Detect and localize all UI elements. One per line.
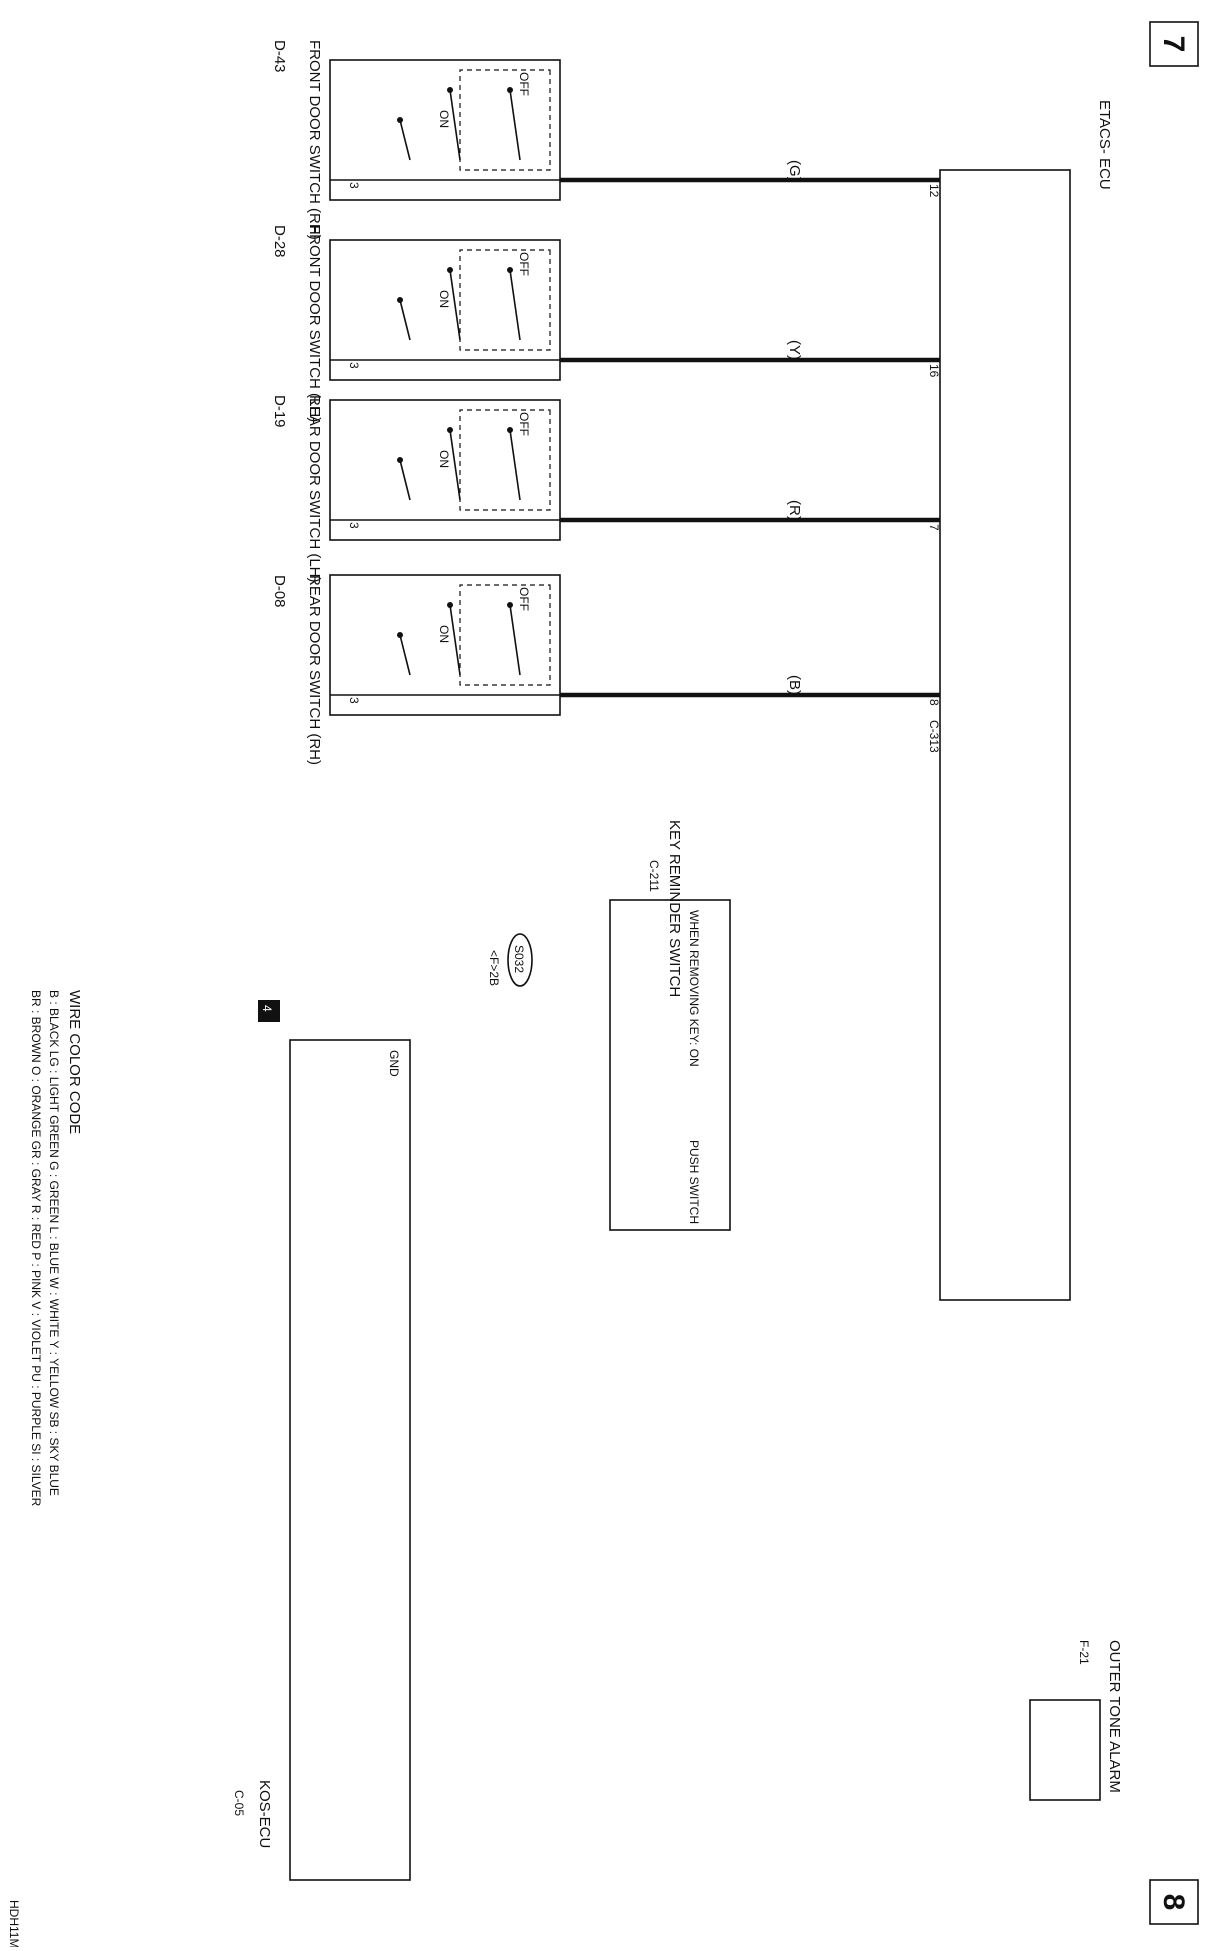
off-label: OFF [517, 72, 531, 96]
svg-text:REAR DOOR SWITCH (RH): REAR DOOR SWITCH (RH) [306, 575, 323, 765]
svg-text:C-211: C-211 [647, 860, 661, 892]
svg-text:3: 3 [347, 182, 361, 189]
svg-text:D-19: D-19 [271, 395, 288, 428]
svg-text:3: 3 [347, 362, 361, 369]
splice-s032: S032 <F>2B [487, 933, 533, 987]
door-switch-rear-lh: OFF ON REAR DOOR SWITCH (LH) D-19 3 [271, 395, 561, 583]
diagram-code: HDH11M1OOC [7, 1900, 21, 1947]
svg-text:D-43: D-43 [271, 40, 288, 73]
etacs-ecu: ETACS- ECU [939, 100, 1113, 1301]
svg-text:16: 16 [927, 364, 941, 378]
svg-text:8: 8 [1157, 1894, 1190, 1911]
svg-text:FRONT DOOR SWITCH (RH): FRONT DOOR SWITCH (RH) [306, 40, 323, 240]
kos-ecu: KOS-ECU C-05 GND [232, 1039, 411, 1881]
on-label: ON [437, 625, 451, 643]
svg-text:OUTER TONE ALARM: OUTER TONE ALARM [1106, 1640, 1123, 1793]
svg-text:7: 7 [927, 524, 941, 531]
wire-color-code: WIRE COLOR CODE B : BLACK LG : LIGHT GRE… [29, 990, 83, 1507]
svg-text:REAR DOOR SWITCH (LH): REAR DOOR SWITCH (LH) [306, 395, 323, 583]
svg-text:7: 7 [1157, 36, 1190, 53]
svg-text:<F>2B: <F>2B [487, 950, 501, 986]
svg-text:PUSH SWITCH: PUSH SWITCH [687, 1140, 701, 1224]
page-number-right: 8 [1149, 1879, 1199, 1925]
outer-tone-alarm: OUTER TONE ALARM F-21 [1029, 1640, 1123, 1801]
on-label: ON [437, 450, 451, 468]
svg-text:3: 3 [347, 697, 361, 704]
svg-text:8: 8 [927, 699, 941, 706]
svg-text:D-28: D-28 [271, 225, 288, 258]
svg-text:KOS-ECU: KOS-ECU [256, 1780, 273, 1848]
ground-4: 4 [258, 1000, 280, 1022]
svg-text:S032: S032 [512, 945, 526, 973]
svg-text:D-08: D-08 [271, 575, 288, 608]
svg-text:F-21: F-21 [1077, 1640, 1091, 1665]
on-label: ON [437, 110, 451, 128]
off-label: OFF [517, 412, 531, 436]
svg-text:3: 3 [347, 522, 361, 529]
etacs-ecu-title: ETACS- ECU [1096, 100, 1113, 190]
svg-text:(B): (B) [786, 675, 803, 695]
door-switch-front-rh: OFF ON FRONT DOOR SWITCH (RH) D-43 3 [271, 40, 561, 240]
on-label: ON [437, 290, 451, 308]
key-reminder-switch: KEY REMINDER SWITCH C-211 WHEN REMOVING … [609, 820, 731, 1231]
svg-text:GND: GND [387, 1050, 401, 1077]
door-switch-front-lh: OFF ON FRONT DOOR SWITCH (LH) D-28 3 [271, 225, 561, 422]
etacs-title-line: ETACS- ECU [1096, 100, 1113, 190]
svg-text:(G): (G) [786, 160, 803, 182]
svg-text:WHEN REMOVING KEY: ON: WHEN REMOVING KEY: ON [687, 910, 701, 1067]
svg-text:C-05: C-05 [232, 1790, 246, 1816]
off-label: OFF [517, 587, 531, 611]
off-label: OFF [517, 252, 531, 276]
svg-text:(R): (R) [786, 500, 803, 521]
svg-text:12: 12 [927, 184, 941, 198]
svg-text:FRONT DOOR SWITCH (LH): FRONT DOOR SWITCH (LH) [306, 225, 323, 422]
page-number-left: 7 [1149, 21, 1199, 67]
svg-text:B : BLACK LG : LIGHT GREEN: B : BLACK LG : LIGHT GREEN G : GREEN L :… [47, 990, 61, 1496]
svg-text:C-313: C-313 [927, 720, 941, 753]
svg-text:4: 4 [260, 1005, 274, 1012]
svg-text:BR : BROWN O : ORANGE GR: BR : BROWN O : ORANGE GR : GRAY R : RED … [29, 990, 43, 1507]
svg-text:(Y): (Y) [786, 340, 803, 360]
door-wires: (G) (Y) (R) (B) 12 16 7 8 C-313 [560, 160, 941, 753]
svg-text:WIRE COLOR CODE: WIRE COLOR CODE [66, 990, 83, 1134]
door-switch-rear-rh: OFF ON REAR DOOR SWITCH (RH) D-08 3 [271, 574, 561, 765]
svg-text:KEY REMINDER SWITCH: KEY REMINDER SWITCH [666, 820, 683, 997]
